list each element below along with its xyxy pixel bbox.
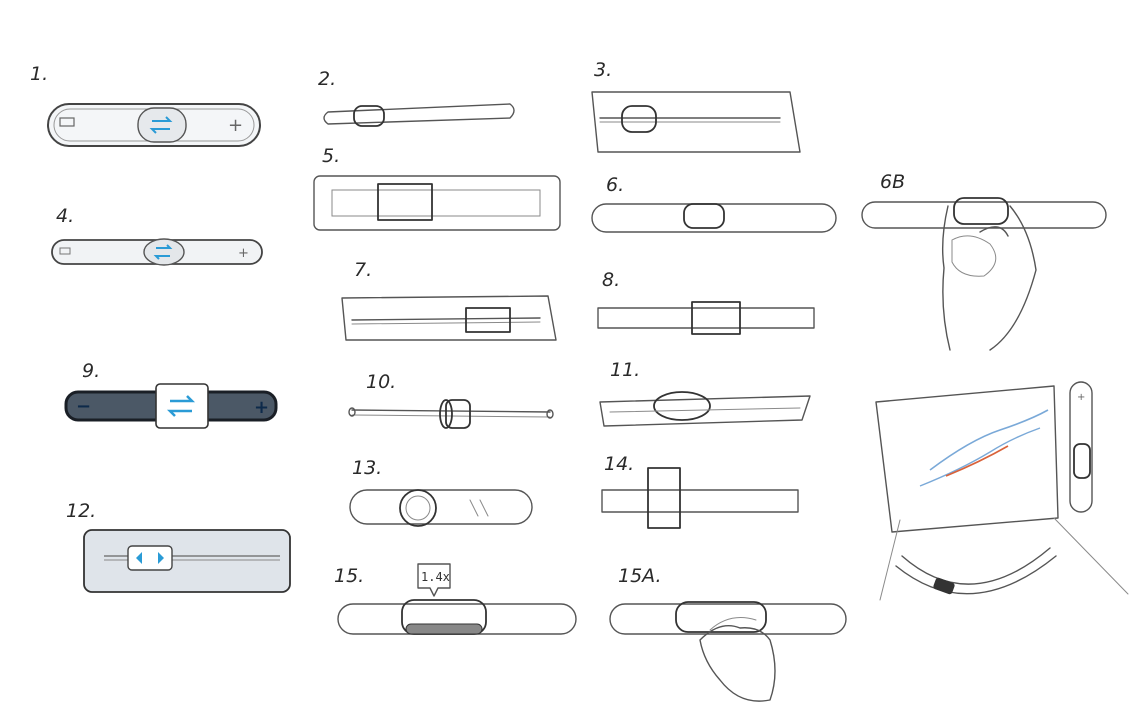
plus-icon: + xyxy=(228,115,243,136)
sketch-label-1: 1. xyxy=(30,63,48,85)
sketch-6b-slider-with-hand xyxy=(861,197,1107,351)
sketch-label-14: 14. xyxy=(604,453,634,475)
sketch-label-10: 10. xyxy=(366,371,396,393)
sketch-label-11: 11. xyxy=(610,359,640,381)
hand-sketch xyxy=(699,625,776,702)
sketch-label-5: 5. xyxy=(322,145,340,167)
sketch-label-8: 8. xyxy=(602,269,620,291)
sketch-label-15a: 15A. xyxy=(618,565,662,587)
sketch-14-slider xyxy=(601,467,799,529)
plus-icon: + xyxy=(254,397,269,418)
sketch-7-slider xyxy=(341,295,557,341)
zoom-tag: 1.4x xyxy=(421,570,450,584)
sketch-9-slider: − + xyxy=(64,383,278,429)
sketch-3-slider xyxy=(591,91,801,153)
swap-arrows-icon xyxy=(149,116,173,134)
sketch-label-4: 4. xyxy=(56,205,74,227)
screen-concept: + xyxy=(875,381,1129,601)
sketch-label-15: 15. xyxy=(334,565,364,587)
sketch-1-slider: + xyxy=(47,103,261,147)
sketch-2-slider xyxy=(323,103,515,127)
swap-arrows-icon xyxy=(166,395,196,417)
sketch-label-6: 6. xyxy=(606,174,624,196)
sketch-4-slider: + xyxy=(51,238,263,266)
plus-icon: + xyxy=(1077,392,1085,403)
sketch-13-slider xyxy=(349,489,533,527)
sketch-label-3: 3. xyxy=(594,59,612,81)
sketch-15-slider: 1.4x xyxy=(337,563,577,635)
sketch-10-slider xyxy=(348,399,554,429)
sketch-label-12: 12. xyxy=(66,500,96,522)
sketch-label-13: 13. xyxy=(352,457,382,479)
swap-arrows-icon xyxy=(153,244,173,260)
sketch-12-slider xyxy=(83,529,291,593)
hand-sketch xyxy=(941,205,1037,351)
sketch-label-7: 7. xyxy=(354,259,372,281)
sketch-label-2: 2. xyxy=(318,68,336,90)
sketch-5-slider xyxy=(313,175,561,231)
sketch-6-slider xyxy=(591,203,837,233)
sketch-label-9: 9. xyxy=(82,360,100,382)
sketch-8-slider xyxy=(597,301,815,335)
sketch-15a-slider-with-hand xyxy=(609,601,847,702)
sketch-label-6b: 6B xyxy=(880,171,905,193)
minus-icon: − xyxy=(76,396,91,417)
plus-icon: + xyxy=(238,246,249,261)
sketch-11-slider xyxy=(599,391,811,427)
play-arrows-icon xyxy=(136,552,164,564)
